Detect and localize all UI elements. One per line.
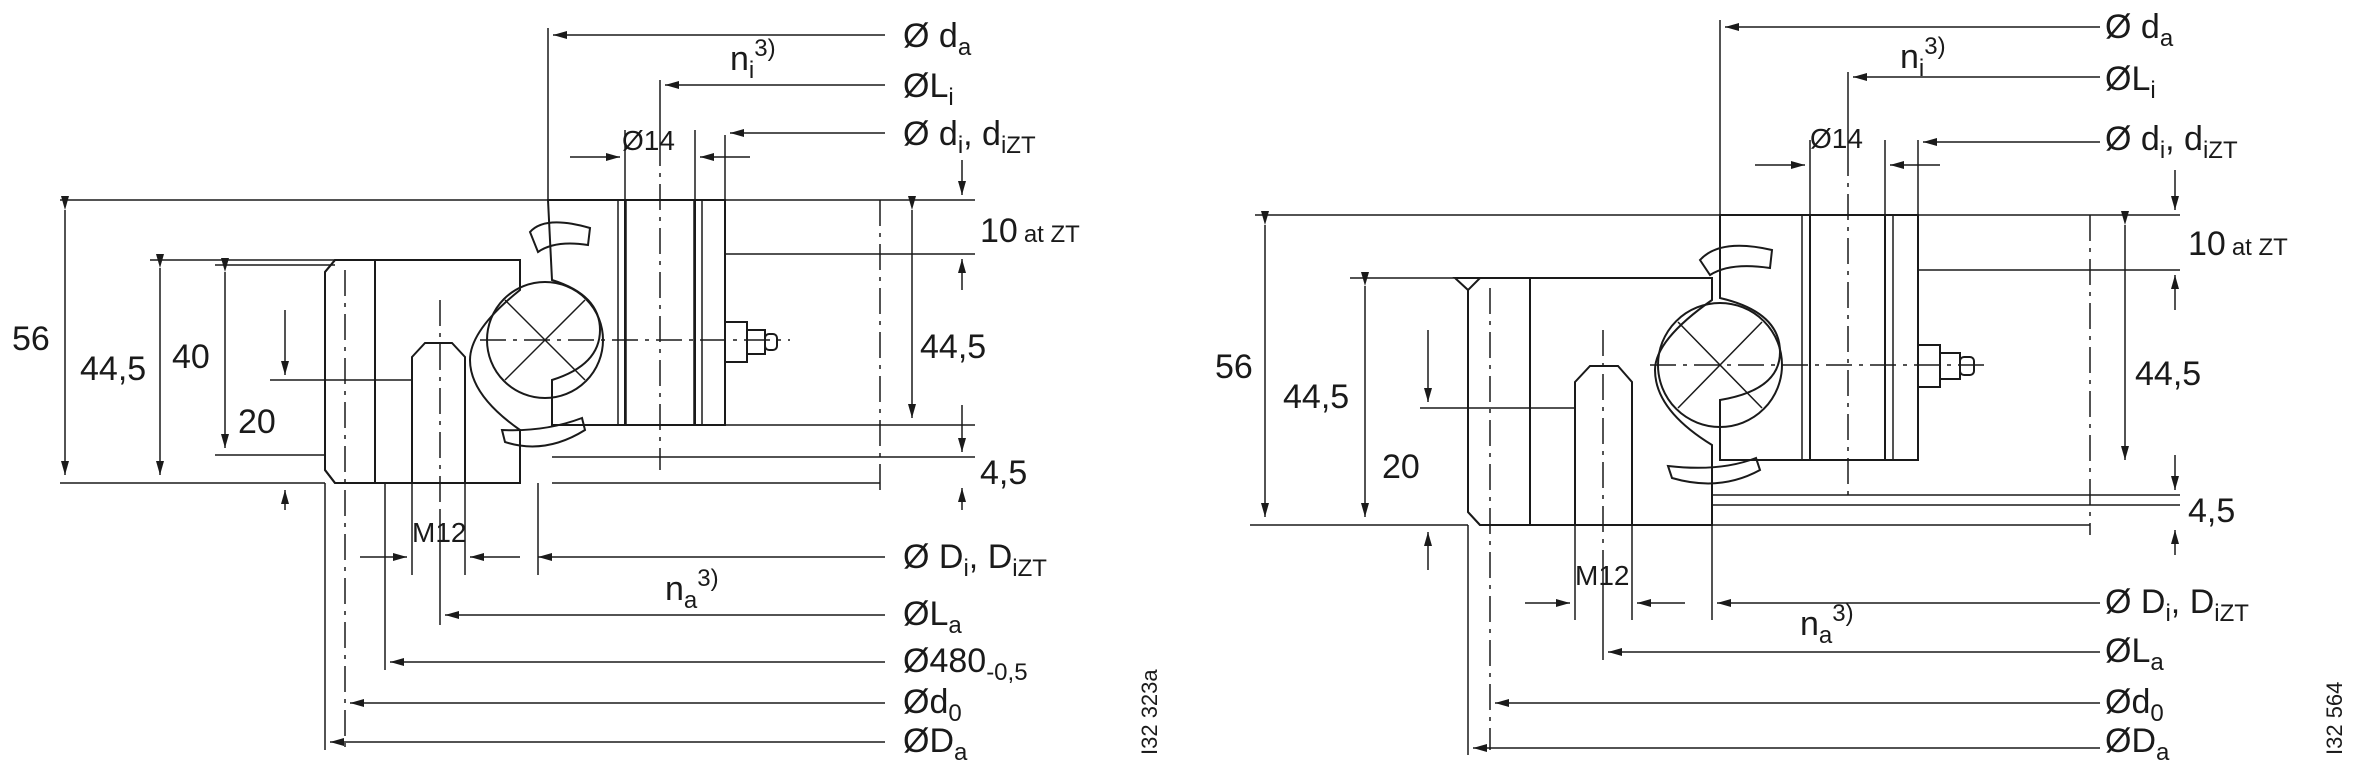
label-56-right: 56: [1215, 348, 1253, 386]
bolt-m12: [411, 342, 466, 484]
svg-text:na3): na3): [665, 565, 719, 614]
inner-ring-section-right: [1719, 214, 1919, 461]
label-Di: Ø D: [903, 538, 963, 576]
grease-nipple-icon-right: [1917, 344, 1975, 388]
label-44-5: 44,5: [80, 350, 146, 388]
label-20-right: 20: [1382, 448, 1420, 486]
label-Di-right: Ø D: [2105, 583, 2165, 621]
inner-ring-section: [546, 199, 726, 426]
label-da-right: Ø d: [2105, 8, 2160, 46]
svg-text:Ø di, diZT: Ø di, diZT: [903, 115, 1036, 159]
label-da: Ø d: [903, 17, 958, 55]
svg-text:Ød0: Ød0: [903, 683, 962, 727]
label-li: ØL: [903, 67, 948, 105]
grease-nipple-icon: [724, 321, 778, 363]
upper-seal: [528, 221, 592, 254]
outer-ring-section: [324, 259, 521, 484]
label-Da-right: ØD: [2105, 722, 2156, 760]
leader-lines-right: [1467, 20, 2100, 755]
svg-text:Ø da: Ø da: [903, 17, 972, 61]
leader-lines: [324, 28, 885, 750]
lower-seal-right: [1666, 456, 1762, 485]
svg-text:ØLi: ØLi: [903, 67, 954, 111]
label-di: Ø d: [903, 115, 958, 153]
figure-id-right: I32 564: [2322, 682, 2347, 755]
label-li-right: ØL: [2105, 60, 2150, 98]
center-lines-right: [1489, 150, 2091, 750]
svg-text:ni3): ni3): [730, 35, 776, 84]
outer-ring-section-right: [1452, 277, 1713, 526]
svg-text:ØLa: ØLa: [2105, 632, 2164, 676]
label-44-5-right: 44,5: [920, 328, 986, 366]
label-10: 10: [980, 212, 1018, 250]
vertical-dimensions: [61, 160, 966, 510]
extension-lines-right: [1250, 214, 2180, 526]
svg-text:Ø Di, DiZT: Ø Di, DiZT: [903, 538, 1047, 582]
svg-text:ØDa: ØDa: [2105, 722, 2170, 760]
svg-text:ØDa: ØDa: [903, 722, 968, 760]
label-La-right: ØL: [2105, 632, 2150, 670]
label-m12-right: M12: [1575, 560, 1629, 591]
label-480: Ø480: [903, 642, 986, 680]
label-40: 40: [172, 338, 210, 376]
label-di-right: Ø d: [2105, 120, 2160, 158]
extension-lines: [60, 199, 975, 484]
label-44-5-right-a: 44,5: [1283, 378, 1349, 416]
label-4-5-right: 4,5: [2188, 492, 2235, 530]
label-d14-right: Ø14: [1810, 123, 1863, 154]
label-56: 56: [12, 320, 50, 358]
figure-id-left: I32 323a: [1137, 669, 1162, 755]
center-lines: [344, 140, 881, 750]
label-d0: Ød: [903, 683, 948, 721]
upper-seal-right: [1698, 244, 1774, 277]
svg-text:ØLi: ØLi: [2105, 60, 2156, 104]
label-m12: M12: [412, 517, 466, 548]
lower-seal: [500, 416, 587, 448]
svg-text:ni3): ni3): [1900, 33, 1946, 82]
svg-text:Ø Di, DiZT: Ø Di, DiZT: [2105, 583, 2249, 627]
svg-text:Ø480-0,5: Ø480-0,5: [903, 642, 1028, 686]
label-Da: ØD: [903, 722, 954, 760]
label-4-5: 4,5: [980, 454, 1027, 492]
svg-text:Ø di, diZT: Ø di, diZT: [2105, 120, 2238, 164]
label-d14: Ø14: [622, 125, 675, 156]
label-La: ØL: [903, 595, 948, 633]
svg-text:ØLa: ØLa: [903, 595, 962, 639]
label-44-5-right-b: 44,5: [2135, 355, 2201, 393]
vertical-dimensions-right: [1261, 170, 2179, 570]
label-10-right: 10: [2188, 225, 2226, 263]
label-20: 20: [238, 403, 276, 441]
label-d0-right: Ød: [2105, 683, 2150, 721]
svg-text:na3): na3): [1800, 600, 1854, 649]
svg-text:Ø da: Ø da: [2105, 8, 2174, 52]
svg-text:Ød0: Ød0: [2105, 683, 2164, 727]
